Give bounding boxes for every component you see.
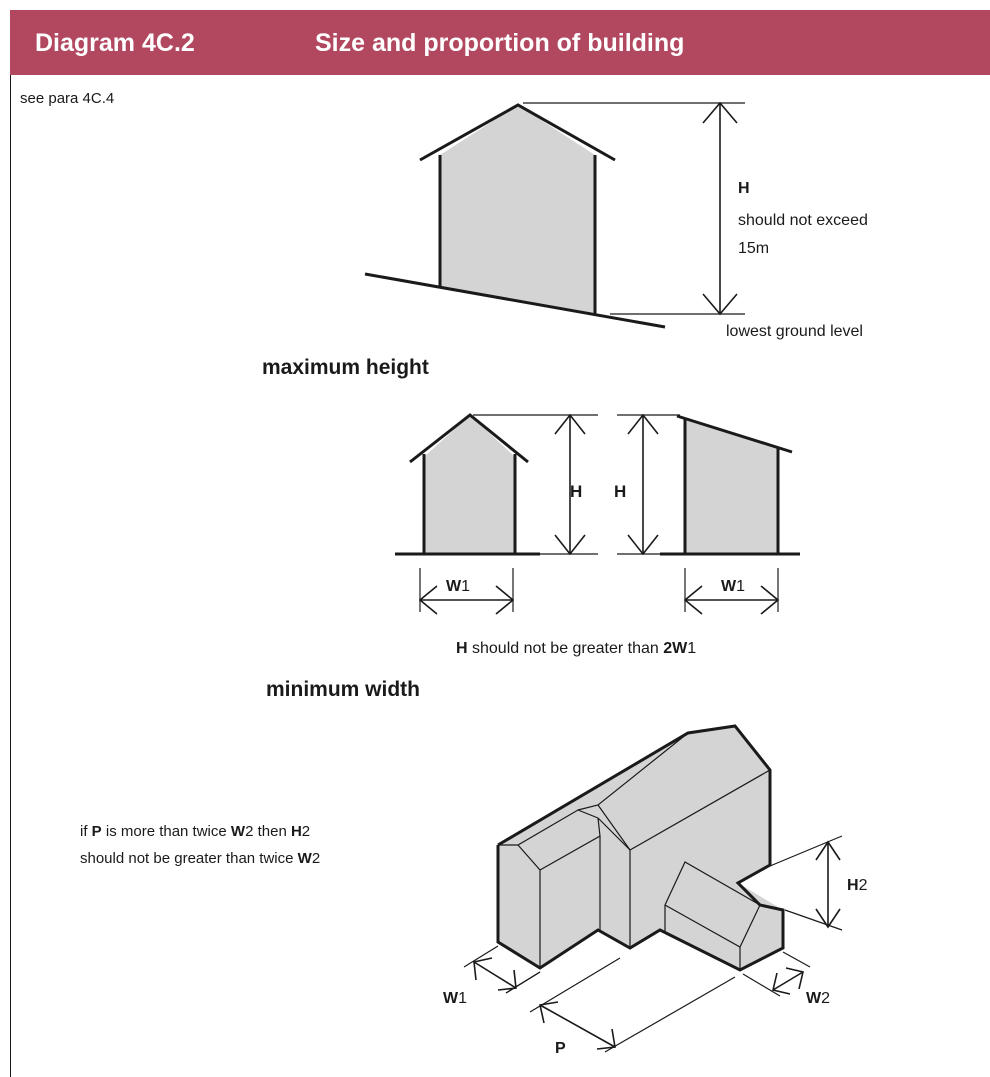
proportion-note-line-1: if P is more than twice W2 then H2	[80, 823, 311, 840]
left-width-label: W1	[446, 578, 471, 595]
w2-dimension	[742, 951, 811, 997]
diagram-header: Diagram 4C.2 Size and proportion of buil…	[10, 10, 990, 75]
left-h-label: H	[570, 482, 583, 501]
left-margin-rule	[10, 75, 11, 1077]
right-width-dimension	[683, 568, 780, 615]
height-dimension-arrow	[523, 101, 745, 316]
mono-pitch-building	[660, 414, 800, 556]
right-width-label: W1	[721, 578, 746, 595]
pitched-roof-building	[395, 413, 540, 556]
right-h-label: H	[614, 482, 627, 501]
left-width-dimension	[418, 568, 515, 615]
diagram-title: Size and proportion of building	[315, 29, 685, 57]
ground-level-label: lowest ground level	[726, 323, 863, 340]
w1-label: W1	[443, 990, 468, 1007]
min-width-caption: minimum width	[266, 678, 420, 701]
h2-dimension	[769, 835, 843, 931]
right-height-dimension	[617, 413, 680, 556]
p-dimension	[505, 957, 736, 1053]
h2-label: H2	[847, 877, 868, 894]
w2-label: W2	[806, 990, 831, 1007]
paragraph-reference: see para 4C.4	[20, 90, 115, 107]
left-height-dimension	[473, 413, 598, 556]
diagram-number: Diagram 4C.2	[35, 29, 195, 57]
proportion-note-line-2: should not be greater than twice W2	[80, 850, 321, 867]
sloping-ground-line	[364, 272, 666, 329]
tall-building-elevation	[364, 103, 666, 329]
p-label: P	[555, 1040, 566, 1057]
height-limit-line-1: should not exceed	[738, 212, 868, 229]
isometric-building	[496, 724, 785, 972]
height-width-rule: H should not be greater than 2W1	[456, 640, 697, 657]
height-label: H	[738, 180, 750, 197]
height-limit-line-2: 15m	[738, 240, 770, 257]
max-height-caption: maximum height	[262, 356, 429, 379]
